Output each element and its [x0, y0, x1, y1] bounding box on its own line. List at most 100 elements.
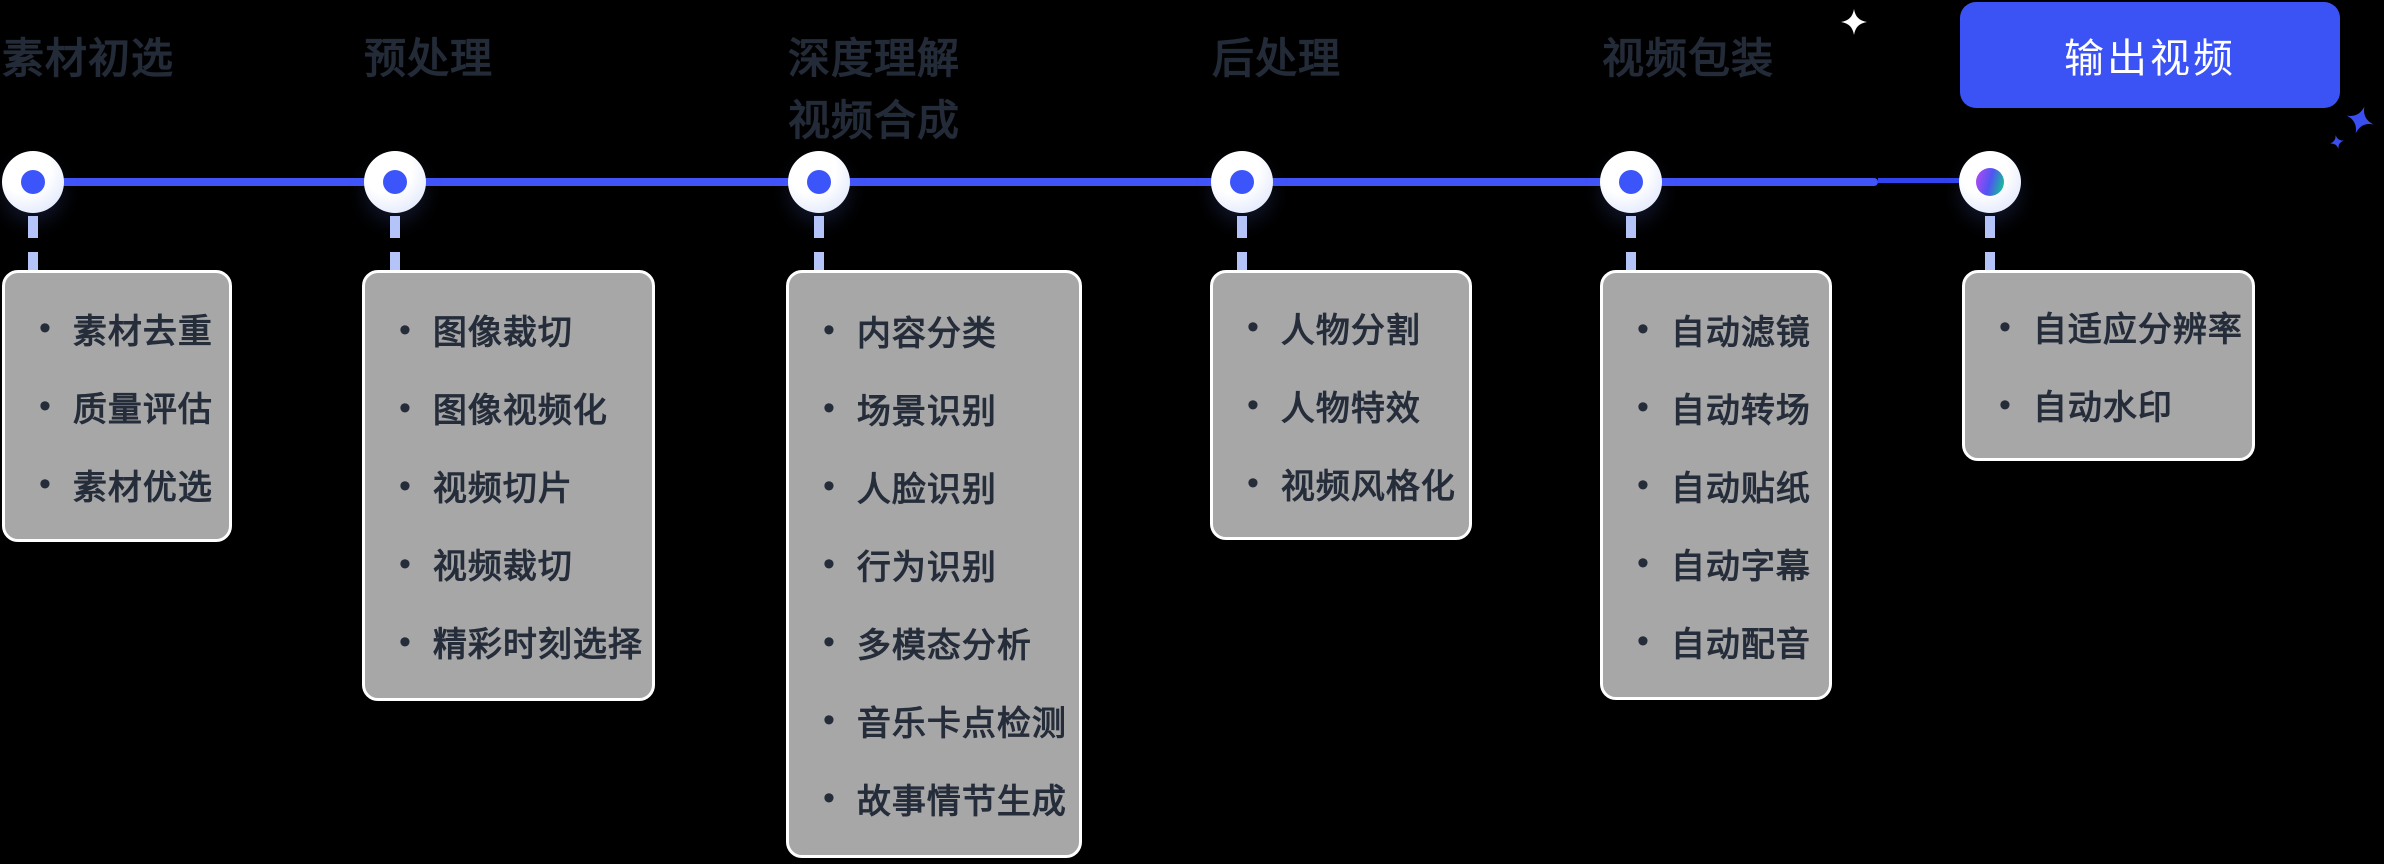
- timeline-line-end-segment: [1878, 178, 1990, 183]
- dashed-connector: [1626, 216, 1636, 270]
- list-item: 音乐卡点检测: [789, 681, 1079, 759]
- timeline-node: [1211, 151, 1273, 213]
- stage-card: 素材去重 质量评估 素材优选: [2, 270, 232, 542]
- bullet-icon: [39, 311, 51, 345]
- item-label: 自动滤镜: [1670, 313, 1811, 352]
- list-item: 视频风格化: [1213, 444, 1469, 522]
- node-dot: [1230, 170, 1254, 194]
- list-item: 图像裁切: [365, 291, 652, 369]
- stage-title: 预处理: [364, 35, 494, 82]
- list-item: 自动滤镜: [1603, 290, 1829, 368]
- bullet-icon: [823, 391, 835, 425]
- node-dot: [1619, 170, 1643, 194]
- item-label: 故事情节生成: [856, 782, 1067, 821]
- node-dot-gradient: [1976, 168, 2004, 196]
- bullet-icon: [399, 391, 411, 425]
- item-label: 视频切片: [432, 470, 573, 508]
- list-item: 精彩时刻选择: [365, 603, 652, 681]
- item-label: 图像视频化: [432, 392, 608, 430]
- item-label: 自动转场: [1670, 391, 1811, 430]
- list-item: 人物特效: [1213, 366, 1469, 444]
- sparkle-icon-blue-small: [2330, 135, 2344, 149]
- item-label: 音乐卡点检测: [856, 704, 1067, 743]
- dashed-connector: [814, 216, 824, 270]
- stage-card: 内容分类 场景识别 人脸识别 行为识别 多模态分析 音乐卡点检测 故事情节生成: [786, 270, 1082, 858]
- item-label: 人脸识别: [856, 470, 997, 509]
- item-label: 自适应分辨率: [2032, 311, 2243, 349]
- timeline-line: [33, 178, 1878, 186]
- list-item: 视频裁切: [365, 525, 652, 603]
- list-item: 多模态分析: [789, 603, 1079, 681]
- stage-output-video: 输出视频 自适应分辨率 自动水印: [1959, 0, 2360, 864]
- bullet-icon: [1637, 546, 1649, 580]
- bullet-icon: [823, 469, 835, 503]
- stage-title: 素材初选: [2, 35, 175, 82]
- timeline-node: [364, 151, 426, 213]
- bullet-icon: [823, 547, 835, 581]
- bullet-icon: [39, 389, 51, 423]
- stage-card: 自适应分辨率 自动水印: [1962, 270, 2255, 461]
- item-label: 场景识别: [856, 392, 997, 431]
- sparkle-icon-white: [1841, 9, 1867, 35]
- list-item: 故事情节生成: [789, 759, 1079, 837]
- bullet-icon: [1247, 466, 1259, 500]
- dashed-connector: [1985, 216, 1995, 270]
- dashed-connector: [28, 216, 38, 270]
- list-item: 人脸识别: [789, 447, 1079, 525]
- stage-title: 后处理: [1212, 35, 1342, 82]
- bullet-icon: [823, 625, 835, 659]
- list-item: 素材去重: [5, 289, 229, 367]
- bullet-icon: [1637, 624, 1649, 658]
- bullet-icon: [1637, 312, 1649, 346]
- item-label: 多模态分析: [856, 626, 1032, 665]
- item-label: 素材优选: [72, 468, 213, 507]
- list-item: 人物分割: [1213, 288, 1469, 366]
- list-item: 视频切片: [365, 447, 652, 525]
- stage-material-preselect: 素材初选 素材去重 质量评估 素材优选: [0, 0, 300, 864]
- timeline-node: [788, 151, 850, 213]
- dashed-connector: [1237, 216, 1247, 270]
- bullet-icon: [1999, 310, 2011, 344]
- bullet-icon: [1999, 388, 2011, 422]
- item-label: 自动贴纸: [1670, 469, 1811, 508]
- timeline-node: [2, 151, 64, 213]
- list-item: 质量评估: [5, 367, 229, 445]
- output-video-button[interactable]: 输出视频: [1960, 2, 2340, 108]
- bullet-icon: [1637, 468, 1649, 502]
- list-item: 内容分类: [789, 291, 1079, 369]
- node-dot: [383, 170, 407, 194]
- item-label: 图像裁切: [432, 314, 573, 352]
- stage-postprocess: 后处理 人物分割 人物特效 视频风格化: [1210, 0, 1510, 864]
- list-item: 自动字幕: [1603, 524, 1829, 602]
- timeline-node-final: [1959, 151, 2021, 213]
- item-label: 质量评估: [72, 390, 213, 429]
- bullet-icon: [399, 469, 411, 503]
- sparkle-icon-blue-large: [2346, 106, 2374, 134]
- item-label: 视频裁切: [432, 548, 573, 586]
- bullet-icon: [399, 547, 411, 581]
- stage-video-packaging: 视频包装 自动滤镜 自动转场 自动贴纸 自动字幕 自动配音: [1600, 0, 1900, 864]
- list-item: 自动贴纸: [1603, 446, 1829, 524]
- node-dot: [21, 170, 45, 194]
- list-item: 图像视频化: [365, 369, 652, 447]
- item-label: 精彩时刻选择: [432, 626, 643, 664]
- stage-card: 人物分割 人物特效 视频风格化: [1210, 270, 1472, 540]
- stage-card: 自动滤镜 自动转场 自动贴纸 自动字幕 自动配音: [1600, 270, 1832, 700]
- item-label: 自动水印: [2032, 389, 2173, 427]
- list-item: 素材优选: [5, 445, 229, 523]
- stage-deep-understanding-synthesis: 深度理解 视频合成 内容分类 场景识别 人脸识别 行为识别 多模态分析 音乐卡点…: [786, 0, 1086, 864]
- bullet-icon: [1247, 310, 1259, 344]
- bullet-icon: [1247, 388, 1259, 422]
- list-item: 自动水印: [1965, 366, 2252, 444]
- item-label: 自动配音: [1670, 625, 1811, 664]
- item-label: 自动字幕: [1670, 547, 1811, 586]
- stage-preprocess: 预处理 图像裁切 图像视频化 视频切片 视频裁切 精彩时刻选择: [362, 0, 662, 864]
- stage-title: 深度理解 视频合成: [788, 35, 961, 144]
- list-item: 自动配音: [1603, 602, 1829, 680]
- item-label: 行为识别: [856, 548, 997, 587]
- item-label: 人物分割: [1280, 311, 1421, 350]
- bullet-icon: [1637, 390, 1649, 424]
- item-label: 视频风格化: [1280, 467, 1456, 506]
- list-item: 自动转场: [1603, 368, 1829, 446]
